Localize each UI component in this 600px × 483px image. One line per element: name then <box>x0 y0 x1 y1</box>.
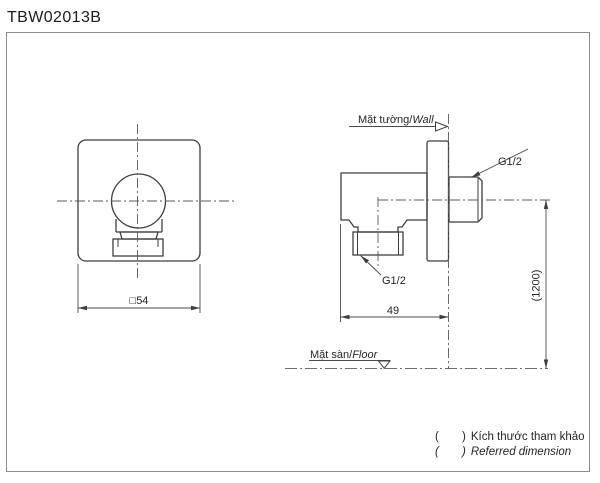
front-view <box>77 139 201 262</box>
depth-dimension: 49 <box>340 224 449 322</box>
height-dim-label: (1200) <box>531 270 543 302</box>
ground-symbol-icon <box>377 360 392 370</box>
product-code: TBW02013B <box>7 9 102 26</box>
floor-label: Mặt sàn/Floor <box>310 349 379 361</box>
side-centerlines <box>377 197 552 268</box>
legend-paren-close: ) <box>462 431 466 443</box>
legend-row-en: () Referred dimension <box>435 445 585 460</box>
escutcheon-plate-side <box>426 140 450 262</box>
elbow-body-side <box>340 172 428 233</box>
depth-dim-label: 49 <box>387 305 399 317</box>
thread-callout-top: G1/2 <box>470 148 529 178</box>
thread-callout-bottom: G1/2 <box>360 255 406 287</box>
front-width-dimension: □54 <box>77 264 201 313</box>
legend: () Kích thước tham khảo () Referred dimens… <box>435 430 585 460</box>
drawing-border <box>6 32 590 472</box>
outlet-nut-front <box>112 238 164 257</box>
legend-paren-open: ( <box>435 431 439 443</box>
escutcheon-plate-front <box>77 139 201 262</box>
side-view <box>340 140 483 262</box>
thread-size-bottom-label: G1/2 <box>382 275 406 287</box>
legend-paren-open: ( <box>435 446 439 458</box>
front-centerlines <box>57 124 236 278</box>
wall-label-group: Mặt tường/Wall <box>349 114 449 132</box>
floor-label-group: Mặt sàn/Floor <box>309 349 392 370</box>
wall-connector-side <box>448 176 483 223</box>
thread-size-top-label: G1/2 <box>498 156 522 168</box>
wall-arrow-icon <box>435 121 449 132</box>
legend-row-vi: () Kích thước tham khảo <box>435 430 585 445</box>
legend-paren-close: ) <box>462 446 466 458</box>
legend-text-vi: Kích thước tham khảo <box>470 431 585 443</box>
height-dimension: (1200) <box>531 200 549 369</box>
front-width-dim-label: □54 <box>130 295 149 307</box>
legend-text-en: Referred dimension <box>470 446 572 458</box>
wall-label: Mặt tường/Wall <box>358 114 434 126</box>
